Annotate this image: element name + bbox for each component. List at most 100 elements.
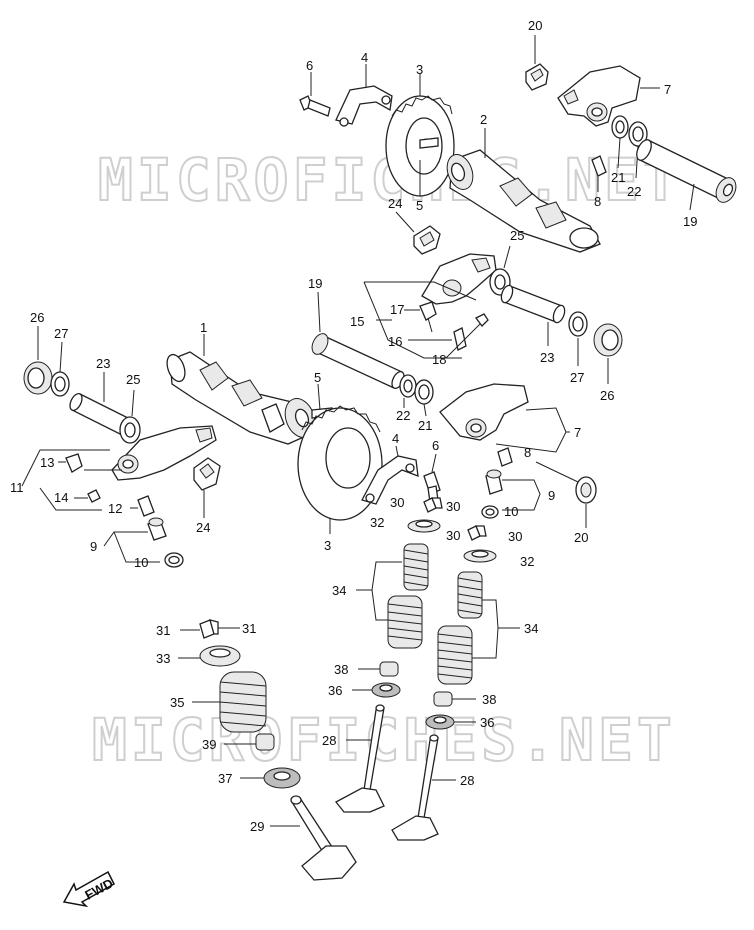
part-37-seat	[240, 767, 301, 789]
callout-36-right: 36	[480, 715, 494, 730]
callout-14: 14	[54, 490, 68, 505]
callout-6-upper: 6	[306, 58, 313, 73]
callout-10-right: 10	[504, 504, 518, 519]
part-12-adjuster-left	[130, 495, 155, 517]
part-16-18-small	[453, 313, 489, 351]
part-9-adjuster-left	[147, 517, 167, 541]
callout-26-right: 26	[600, 388, 614, 403]
callout-32-right: 32	[520, 554, 534, 569]
callout-24-upper: 24	[388, 196, 402, 211]
part-1-camshaft-left	[166, 334, 317, 445]
part-7-rocker-arm-right	[439, 383, 529, 441]
watermark-bottom: MICROFICHES.NET	[92, 706, 676, 774]
callout-20-right: 20	[574, 530, 588, 545]
callout-36-left: 36	[328, 683, 342, 698]
fwd-arrow: FWD	[62, 870, 116, 908]
upper-right-assembly	[299, 35, 737, 255]
part-23-shaft-right	[500, 284, 566, 346]
part-21-22-washers-center	[399, 374, 434, 417]
part-35-spring	[192, 671, 267, 733]
part-7-rocker-arm-upper	[557, 65, 660, 127]
part-24-cap-upper	[395, 211, 441, 255]
callout-13: 13	[40, 455, 54, 470]
part-6-bolt-center	[423, 453, 441, 503]
part-34-springs-right	[437, 571, 483, 685]
part-19-rocker-shaft-upper	[636, 139, 737, 211]
callout-4-center: 4	[392, 431, 399, 446]
part-17-adjuster	[419, 301, 437, 333]
part-30-keepers-upper	[423, 497, 443, 513]
lower-left-valve-group	[178, 619, 357, 881]
callout-31-left: 31	[156, 623, 170, 638]
part-39-seal	[224, 733, 275, 751]
part-8-adjuster-upper	[591, 155, 607, 192]
callout-37: 37	[218, 771, 232, 786]
callout-9-left: 9	[90, 539, 97, 554]
callout-34-left: 34	[332, 583, 346, 598]
part-4-bracket-center	[361, 445, 419, 505]
right-rocker-group	[439, 383, 597, 528]
callout-5-upper: 5	[416, 198, 423, 213]
part-28-valve-left	[335, 704, 385, 813]
part-32-retainer-left	[407, 519, 441, 533]
part-9-adjuster-right	[485, 469, 503, 495]
callout-24-left: 24	[196, 520, 210, 535]
callout-39: 39	[202, 737, 216, 752]
callout-10-left: 10	[134, 555, 148, 570]
left-cam-group	[21, 291, 441, 568]
callout-30-a: 30	[390, 495, 404, 510]
part-14-nut	[87, 489, 101, 503]
callout-23-right: 23	[540, 350, 554, 365]
part-31-keepers	[180, 619, 240, 639]
part-20-cap-upper	[525, 35, 549, 91]
callout-6-center: 6	[432, 438, 439, 453]
callout-29: 29	[250, 819, 264, 834]
part-10-ring-right	[481, 505, 499, 519]
callout-1: 1	[200, 320, 207, 335]
callout-30-b: 30	[446, 499, 460, 514]
callout-3-center: 3	[324, 538, 331, 553]
callout-15: 15	[350, 314, 364, 329]
callout-18: 18	[432, 352, 446, 367]
callout-19-upper: 19	[683, 214, 697, 229]
part-21-22-washers-upper	[611, 115, 648, 179]
part-25-washer-left	[119, 389, 141, 444]
callout-7-right: 7	[574, 425, 581, 440]
callout-26-left: 26	[30, 310, 44, 325]
callout-11: 11	[10, 480, 24, 495]
part-27-washer-left	[50, 341, 70, 397]
callout-8-upper: 8	[594, 194, 601, 209]
part-4-bracket-upper	[335, 64, 393, 127]
callout-8-right: 8	[524, 445, 531, 460]
callout-21-center: 21	[418, 418, 432, 433]
callout-35: 35	[170, 695, 184, 710]
part-33-retainer	[178, 645, 241, 667]
callout-27-right: 27	[570, 370, 584, 385]
callout-38-right: 38	[482, 692, 496, 707]
part-5-pin-upper	[419, 137, 439, 196]
part-6-bolt-upper	[299, 72, 331, 117]
part-34-springs-left	[387, 543, 429, 649]
part-26-plug-left	[23, 326, 53, 395]
callout-25-right: 25	[510, 228, 524, 243]
callout-34-right: 34	[524, 621, 538, 636]
part-36-seat-right	[425, 714, 476, 730]
callout-23-left: 23	[96, 356, 110, 371]
part-38-seal-left	[358, 661, 399, 677]
callout-30-d: 30	[508, 529, 522, 544]
center-rocker-group	[363, 245, 623, 384]
part-20-cap-right	[535, 461, 597, 528]
callout-4-upper: 4	[361, 50, 368, 65]
callout-28-right: 28	[460, 773, 474, 788]
callout-21-upper: 21	[611, 170, 625, 185]
fwd-label: FWD	[82, 875, 115, 902]
callout-12: 12	[108, 501, 122, 516]
callout-28-left: 28	[322, 733, 336, 748]
part-28-valve-right	[391, 734, 456, 841]
part-30-keepers-lower	[467, 525, 487, 541]
valve-spring-center-group	[335, 497, 520, 841]
callout-7-upper: 7	[664, 82, 671, 97]
part-26-plug-right	[593, 323, 623, 384]
callout-20-upper: 20	[528, 18, 542, 33]
